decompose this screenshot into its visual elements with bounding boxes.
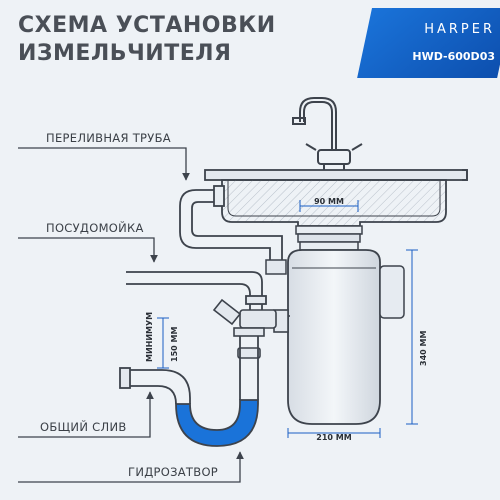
sink-bowl <box>221 179 447 227</box>
min-height-dimension <box>157 317 169 369</box>
model-number: HWD-600D03 <box>412 50 495 63</box>
label-dishwasher: ПОСУДОМОЙКА <box>46 221 144 235</box>
common-drain-pipe <box>119 367 191 405</box>
height-label: 340 ММ <box>419 331 428 366</box>
title-line-2: ИЗМЕЛЬЧИТЕЛЯ <box>18 41 232 66</box>
faucet <box>292 97 363 179</box>
mounting-collar <box>295 225 363 251</box>
min-value: 150 ММ <box>170 327 179 362</box>
drain-pipe <box>239 336 259 400</box>
label-water-seal: ГИДРОЗАТВОР <box>128 465 219 479</box>
min-label: МИНИМУМ <box>145 312 154 362</box>
overflow-pipe <box>179 185 283 262</box>
p-trap <box>175 399 259 447</box>
body-width-dimension <box>287 428 381 438</box>
title-line-1: СХЕМА УСТАНОВКИ <box>18 13 276 38</box>
neck-width-label: 90 ММ <box>314 197 344 206</box>
disposer-unit <box>287 249 405 425</box>
countertop <box>204 169 468 181</box>
body-width-label: 210 ММ <box>316 433 351 442</box>
brand-logo: HARPER <box>424 22 495 37</box>
label-overflow-pipe: ПЕРЕЛИВНАЯ ТРУБА <box>46 131 171 145</box>
leader-lines <box>18 147 244 483</box>
drain-tee <box>212 298 277 359</box>
label-common-drain: ОБЩИЙ СЛИВ <box>40 420 127 434</box>
dishwasher-hose <box>126 271 267 310</box>
page-title: СХЕМА УСТАНОВКИ ИЗМЕЛЬЧИТЕЛЯ <box>18 12 276 68</box>
height-dimension <box>406 249 418 425</box>
neck-width-dimension <box>299 200 359 212</box>
